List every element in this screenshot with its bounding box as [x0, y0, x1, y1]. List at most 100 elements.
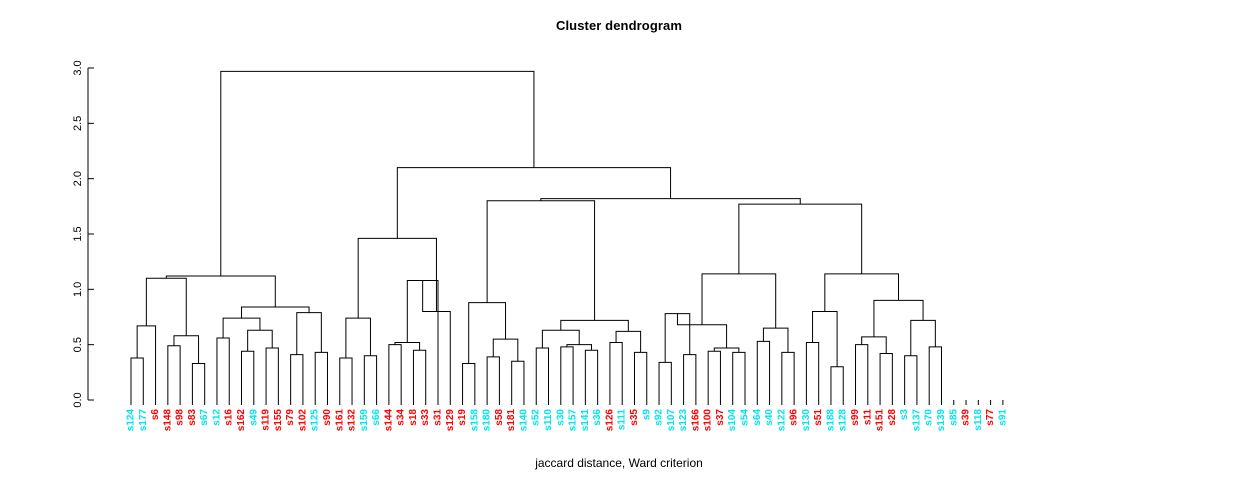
leaf-label: s9	[641, 409, 652, 421]
dendrogram-branch	[220, 70, 535, 277]
leaf-label: s128	[838, 409, 849, 432]
leaf-label: s123	[678, 409, 689, 432]
leaf-label: s3	[899, 409, 910, 421]
dendrogram-branch	[296, 312, 322, 355]
leaf-label: s166	[690, 409, 701, 432]
y-tick-label: 2.5	[72, 116, 84, 131]
dendrogram-branch	[707, 350, 721, 400]
y-tick-label: 3.0	[72, 60, 84, 75]
leaf-label: s99	[850, 409, 861, 426]
dendrogram-branches	[130, 70, 942, 400]
dendrogram-branch	[756, 340, 771, 400]
dendrogram-branch	[265, 347, 279, 400]
dendrogram-branch	[290, 354, 304, 400]
dendrogram-branch	[701, 273, 777, 329]
leaf-label: s19	[457, 409, 468, 426]
leaf-label: s181	[506, 409, 517, 432]
leaf-label: s31	[433, 409, 444, 426]
dendrogram-branch	[910, 319, 936, 356]
dendrogram-branch	[824, 273, 899, 312]
leaf-label: s6	[150, 409, 161, 421]
leaf-label: s139	[936, 409, 947, 432]
dendrogram-branch	[615, 330, 642, 353]
dendrogram-branch	[805, 341, 820, 400]
dendrogram-branch	[339, 357, 353, 400]
leaf-label: s151	[875, 409, 886, 432]
leaf-label: s102	[297, 409, 308, 432]
leaf-label: s177	[138, 409, 149, 432]
leaf-label: s70	[924, 409, 935, 426]
leaf-label: s132	[347, 409, 358, 432]
leaf-label: s118	[973, 409, 984, 431]
leaf-label: s124	[126, 409, 137, 432]
leaf-label: s155	[273, 409, 284, 432]
dendrogram-branch	[396, 167, 672, 239]
page-title: Cluster dendrogram	[555, 18, 683, 33]
leaf-label: s96	[789, 409, 800, 426]
leaf-label: s100	[703, 409, 714, 432]
dendrogram-branch	[130, 357, 144, 400]
dendrogram-branch	[904, 355, 918, 400]
leaf-label: s36	[592, 409, 603, 426]
leaf-label: s188	[825, 409, 836, 432]
leaf-label: s18	[408, 409, 419, 426]
leaf-label: s79	[285, 409, 296, 426]
dendrogram-branch	[879, 353, 893, 400]
leaf-label: s92	[654, 409, 665, 426]
leaf-label: s66	[371, 409, 382, 426]
x-axis-label: jaccard distance, Ward criterion	[535, 456, 703, 470]
leaf-label: s180	[482, 409, 493, 432]
dendrogram-branch	[216, 337, 230, 400]
dendrogram-branch	[609, 341, 623, 400]
leaf-label: s33	[420, 409, 431, 426]
leaf-label: s122	[776, 409, 787, 432]
leaf-label: s140	[518, 409, 529, 432]
dendrogram-branch	[241, 350, 255, 400]
dendrogram-branch	[486, 356, 500, 400]
leaf-label: s77	[985, 409, 996, 426]
leaf-label: s158	[469, 409, 480, 432]
dendrogram-branch	[762, 327, 789, 353]
leaf-label: s51	[813, 409, 824, 426]
dendrogram-branch	[167, 345, 181, 400]
y-tick-label: 0.5	[72, 337, 84, 352]
leaf-label: s52	[531, 409, 542, 426]
dendrogram-branch	[560, 346, 574, 400]
dendrogram-branch	[388, 344, 402, 400]
dendrogram-branch	[873, 299, 924, 337]
leaf-label: s141	[580, 409, 591, 432]
leaf-label: s157	[568, 409, 579, 432]
leaf-label: s67	[199, 409, 210, 426]
y-tick-label: 1.5	[72, 226, 84, 241]
dendrogram-branch	[412, 349, 427, 400]
dendrogram-branch	[535, 347, 550, 400]
dendrogram-branch	[540, 198, 801, 205]
dendrogram-branch	[145, 277, 187, 336]
leaf-label: s104	[727, 409, 738, 432]
leaf-label: s126	[604, 409, 615, 432]
dendrogram-branch	[492, 338, 519, 362]
leaf-label: s130	[801, 409, 812, 432]
dendrogram-branch	[812, 310, 838, 367]
leaf-label: s83	[187, 409, 198, 426]
dendrogram-branch	[511, 360, 525, 400]
leaf-label: s137	[911, 409, 922, 432]
leaf-label: s11	[862, 409, 873, 426]
dendrogram-branch	[136, 325, 157, 400]
y-tick-label: 1.0	[72, 282, 84, 297]
dendrogram-branch	[781, 351, 795, 400]
y-tick-label: 2.0	[72, 171, 84, 186]
y-axis: 0.00.51.01.52.02.53.0	[72, 60, 94, 408]
dendrogram-branch	[165, 275, 276, 308]
dendrogram-branch	[855, 344, 869, 400]
leaf-label: s119	[261, 409, 272, 431]
leaf-label: s129	[445, 409, 456, 432]
dendrogram-branch	[658, 361, 672, 400]
leaf-label: s110	[543, 409, 554, 431]
dendrogram-branch	[173, 335, 200, 364]
leaf-label: s98	[175, 409, 186, 426]
